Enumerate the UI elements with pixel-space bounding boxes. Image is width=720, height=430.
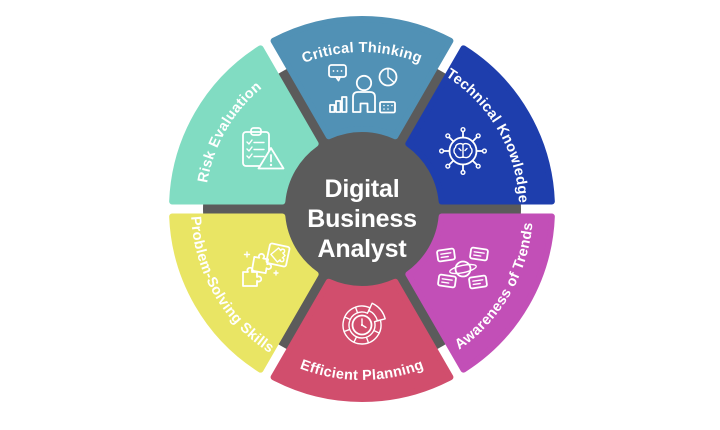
efficient-planning-icon <box>342 302 386 345</box>
critical-thinking-icon <box>328 64 398 114</box>
technical-knowledge-icon <box>439 127 487 175</box>
center-title-line1: Digital <box>325 175 400 203</box>
segment-critical-thinking <box>270 16 454 140</box>
center-title-line3: Analyst <box>318 235 408 263</box>
problem-solving-icon <box>242 242 291 287</box>
segment-awareness-of-trends <box>405 213 555 373</box>
center-title-line2: Business <box>307 205 417 233</box>
risk-evaluation-icon <box>242 127 285 170</box>
segment-efficient-planning <box>270 278 454 402</box>
segment-problem-solving-skills <box>169 213 319 373</box>
awareness-of-trends-icon <box>436 246 489 290</box>
segment-technical-knowledge <box>405 45 555 205</box>
